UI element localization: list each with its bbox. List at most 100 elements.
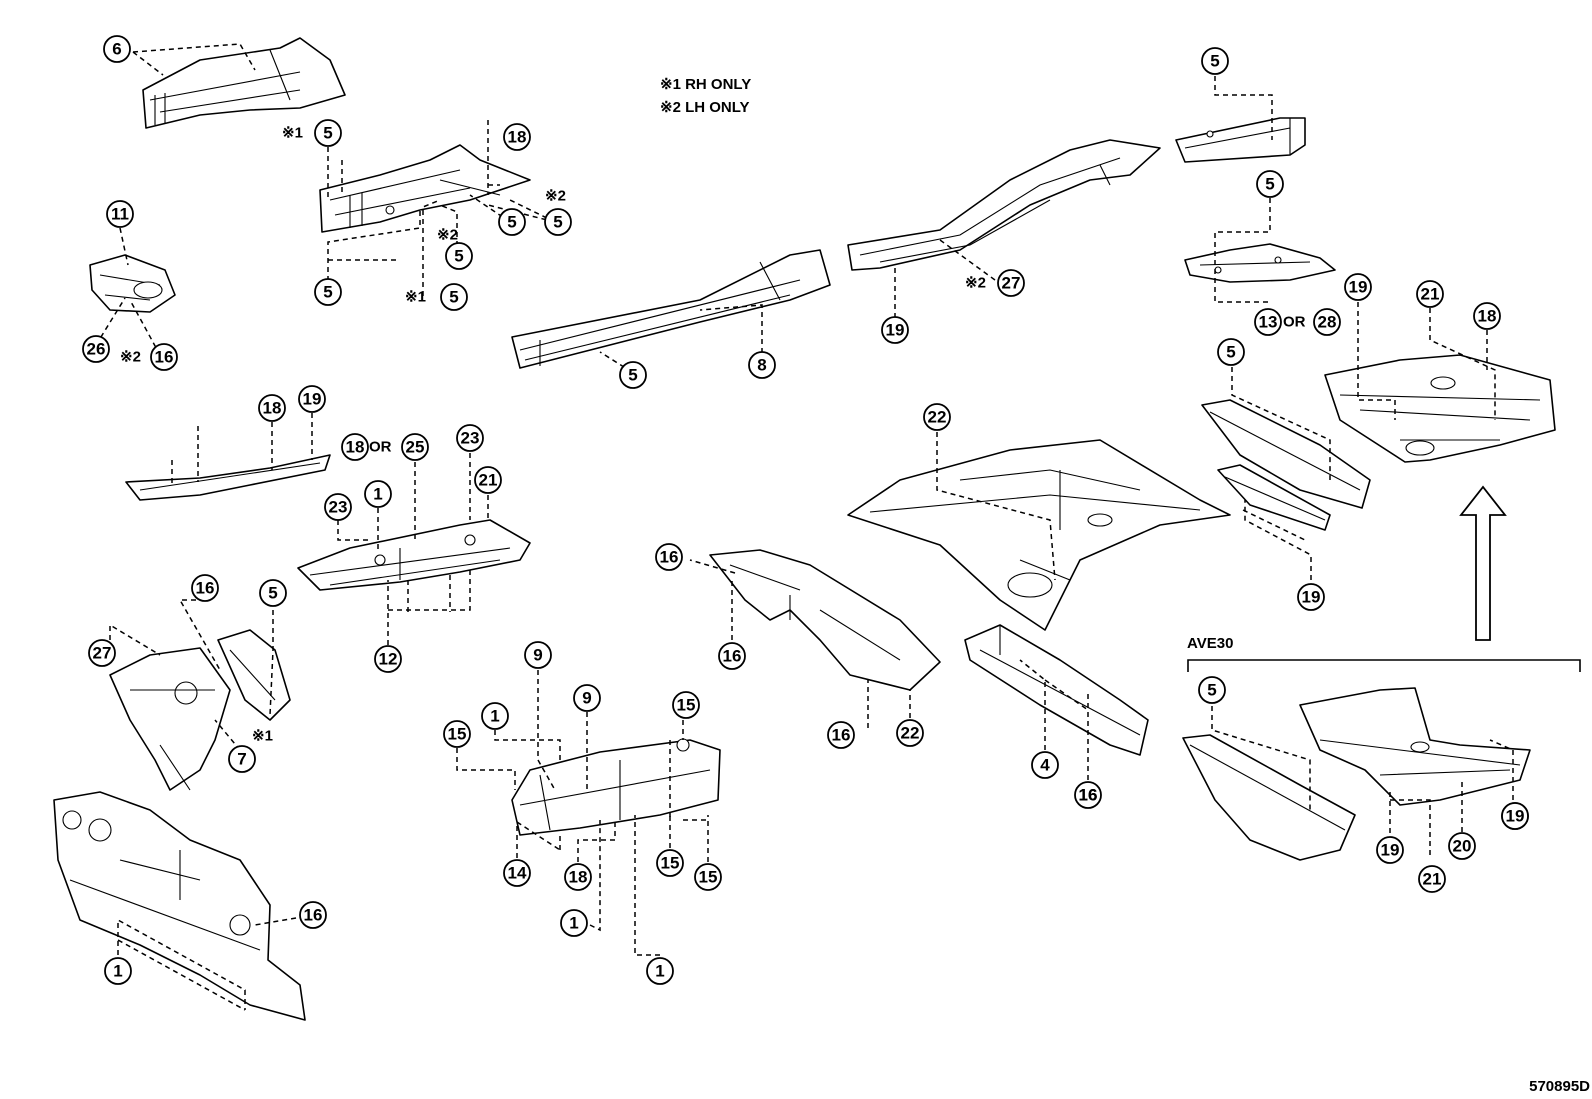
part-rear-plate bbox=[1184, 243, 1336, 283]
callout: 13 bbox=[1254, 308, 1282, 336]
callout: 15 bbox=[672, 691, 700, 719]
callout: 21 bbox=[1418, 865, 1446, 893]
part-rear-floor-pan-upper bbox=[1324, 354, 1556, 463]
svg-text:5: 5 bbox=[1207, 681, 1216, 700]
svg-text:27: 27 bbox=[1002, 274, 1021, 293]
callout: 14 bbox=[503, 859, 531, 887]
svg-text:18: 18 bbox=[346, 438, 365, 457]
callout: 23 bbox=[456, 424, 484, 452]
svg-text:16: 16 bbox=[155, 348, 174, 367]
svg-text:21: 21 bbox=[479, 471, 498, 490]
svg-text:9: 9 bbox=[533, 646, 542, 665]
svg-text:19: 19 bbox=[1302, 588, 1321, 607]
callout: 1 bbox=[646, 957, 674, 985]
svg-text:14: 14 bbox=[508, 864, 527, 883]
svg-text:5: 5 bbox=[1210, 52, 1219, 71]
part-ave30-rear-cross-member bbox=[1182, 734, 1356, 861]
variant-bracket bbox=[1187, 659, 1581, 672]
svg-text:16: 16 bbox=[196, 579, 215, 598]
callout: 5 bbox=[259, 579, 287, 607]
callout: 1 bbox=[481, 702, 509, 730]
mark-lh: ※2 bbox=[965, 275, 986, 292]
callout: 5 bbox=[544, 208, 572, 236]
svg-text:21: 21 bbox=[1421, 285, 1440, 304]
svg-text:13: 13 bbox=[1259, 313, 1278, 332]
part-front-side-member-assembly bbox=[319, 144, 531, 233]
callout: 1 bbox=[364, 480, 392, 508]
svg-text:8: 8 bbox=[757, 356, 766, 375]
svg-text:5: 5 bbox=[323, 124, 332, 143]
svg-text:23: 23 bbox=[329, 498, 348, 517]
svg-text:5: 5 bbox=[323, 283, 332, 302]
callout: 5 bbox=[314, 119, 342, 147]
svg-text:5: 5 bbox=[449, 288, 458, 307]
svg-text:28: 28 bbox=[1318, 313, 1337, 332]
part-rear-floor-pan bbox=[847, 439, 1231, 631]
part-front-wheel-house bbox=[109, 647, 231, 791]
svg-text:18: 18 bbox=[263, 399, 282, 418]
callout: 5 bbox=[619, 361, 647, 389]
mark-rh: ※1 bbox=[405, 289, 426, 306]
callout: 5 bbox=[1256, 170, 1284, 198]
up-arrow-icon bbox=[1459, 485, 1507, 641]
callout: 9 bbox=[573, 684, 601, 712]
part-rear-floor-side-member-lower bbox=[964, 624, 1149, 756]
svg-text:6: 6 bbox=[112, 40, 121, 59]
svg-text:20: 20 bbox=[1453, 837, 1472, 856]
part-front-floor-cross-member bbox=[511, 738, 721, 836]
variant-label: AVE30 bbox=[1187, 635, 1233, 652]
callout: 16 bbox=[827, 721, 855, 749]
callout: 5 bbox=[1201, 47, 1229, 75]
svg-text:15: 15 bbox=[661, 854, 680, 873]
svg-text:7: 7 bbox=[237, 750, 246, 769]
svg-text:5: 5 bbox=[268, 584, 277, 603]
part-ave30-rear-floor-pan bbox=[1299, 687, 1531, 806]
svg-text:27: 27 bbox=[93, 644, 112, 663]
callout: 28 bbox=[1313, 308, 1341, 336]
svg-text:1: 1 bbox=[490, 707, 499, 726]
svg-text:15: 15 bbox=[699, 868, 718, 887]
svg-text:25: 25 bbox=[406, 438, 425, 457]
part-front-apron-bracket bbox=[217, 629, 291, 721]
svg-text:12: 12 bbox=[379, 650, 398, 669]
callout: 18 bbox=[1473, 302, 1501, 330]
svg-text:19: 19 bbox=[886, 321, 905, 340]
svg-text:5: 5 bbox=[1265, 175, 1274, 194]
callout: 16 bbox=[1079, 786, 1098, 805]
svg-text:18: 18 bbox=[1478, 307, 1497, 326]
svg-text:19: 19 bbox=[1506, 807, 1525, 826]
svg-text:16: 16 bbox=[660, 548, 679, 567]
callout: 15 bbox=[656, 849, 684, 877]
mark-lh: ※2 bbox=[120, 349, 141, 366]
svg-text:1: 1 bbox=[113, 962, 122, 981]
callout: 16 bbox=[718, 642, 746, 670]
svg-text:1: 1 bbox=[655, 962, 664, 981]
callout: 15 bbox=[443, 720, 471, 748]
callout: 19 bbox=[1501, 802, 1529, 830]
callout: 23 bbox=[324, 493, 352, 521]
part-rear-wheel-house bbox=[709, 549, 941, 691]
leader-lines bbox=[95, 43, 1514, 1011]
part-rear-floor-side-member bbox=[847, 139, 1161, 271]
callout: 26 bbox=[82, 335, 110, 363]
svg-text:16: 16 bbox=[1079, 786, 1098, 805]
part-front-side-member-upper bbox=[142, 37, 346, 129]
callout: 25 bbox=[401, 433, 429, 461]
part-front-floor-pan bbox=[297, 519, 531, 591]
callout: 22 bbox=[896, 719, 924, 747]
callout: 21 bbox=[1416, 280, 1444, 308]
callout: 19 bbox=[298, 385, 326, 413]
callout: 1 bbox=[560, 909, 588, 937]
svg-text:26: 26 bbox=[87, 340, 106, 359]
callout: 5 bbox=[314, 278, 342, 306]
callout: 27 bbox=[997, 269, 1025, 297]
svg-text:19: 19 bbox=[1349, 278, 1368, 297]
callout: 19 bbox=[1376, 836, 1404, 864]
callout: 5 bbox=[445, 242, 473, 270]
callout: 5 bbox=[498, 208, 526, 236]
svg-text:19: 19 bbox=[1381, 841, 1400, 860]
callout: 6 bbox=[103, 35, 131, 63]
svg-text:1: 1 bbox=[569, 914, 578, 933]
mark-lh: ※2 bbox=[545, 188, 566, 205]
svg-text:5: 5 bbox=[454, 247, 463, 266]
